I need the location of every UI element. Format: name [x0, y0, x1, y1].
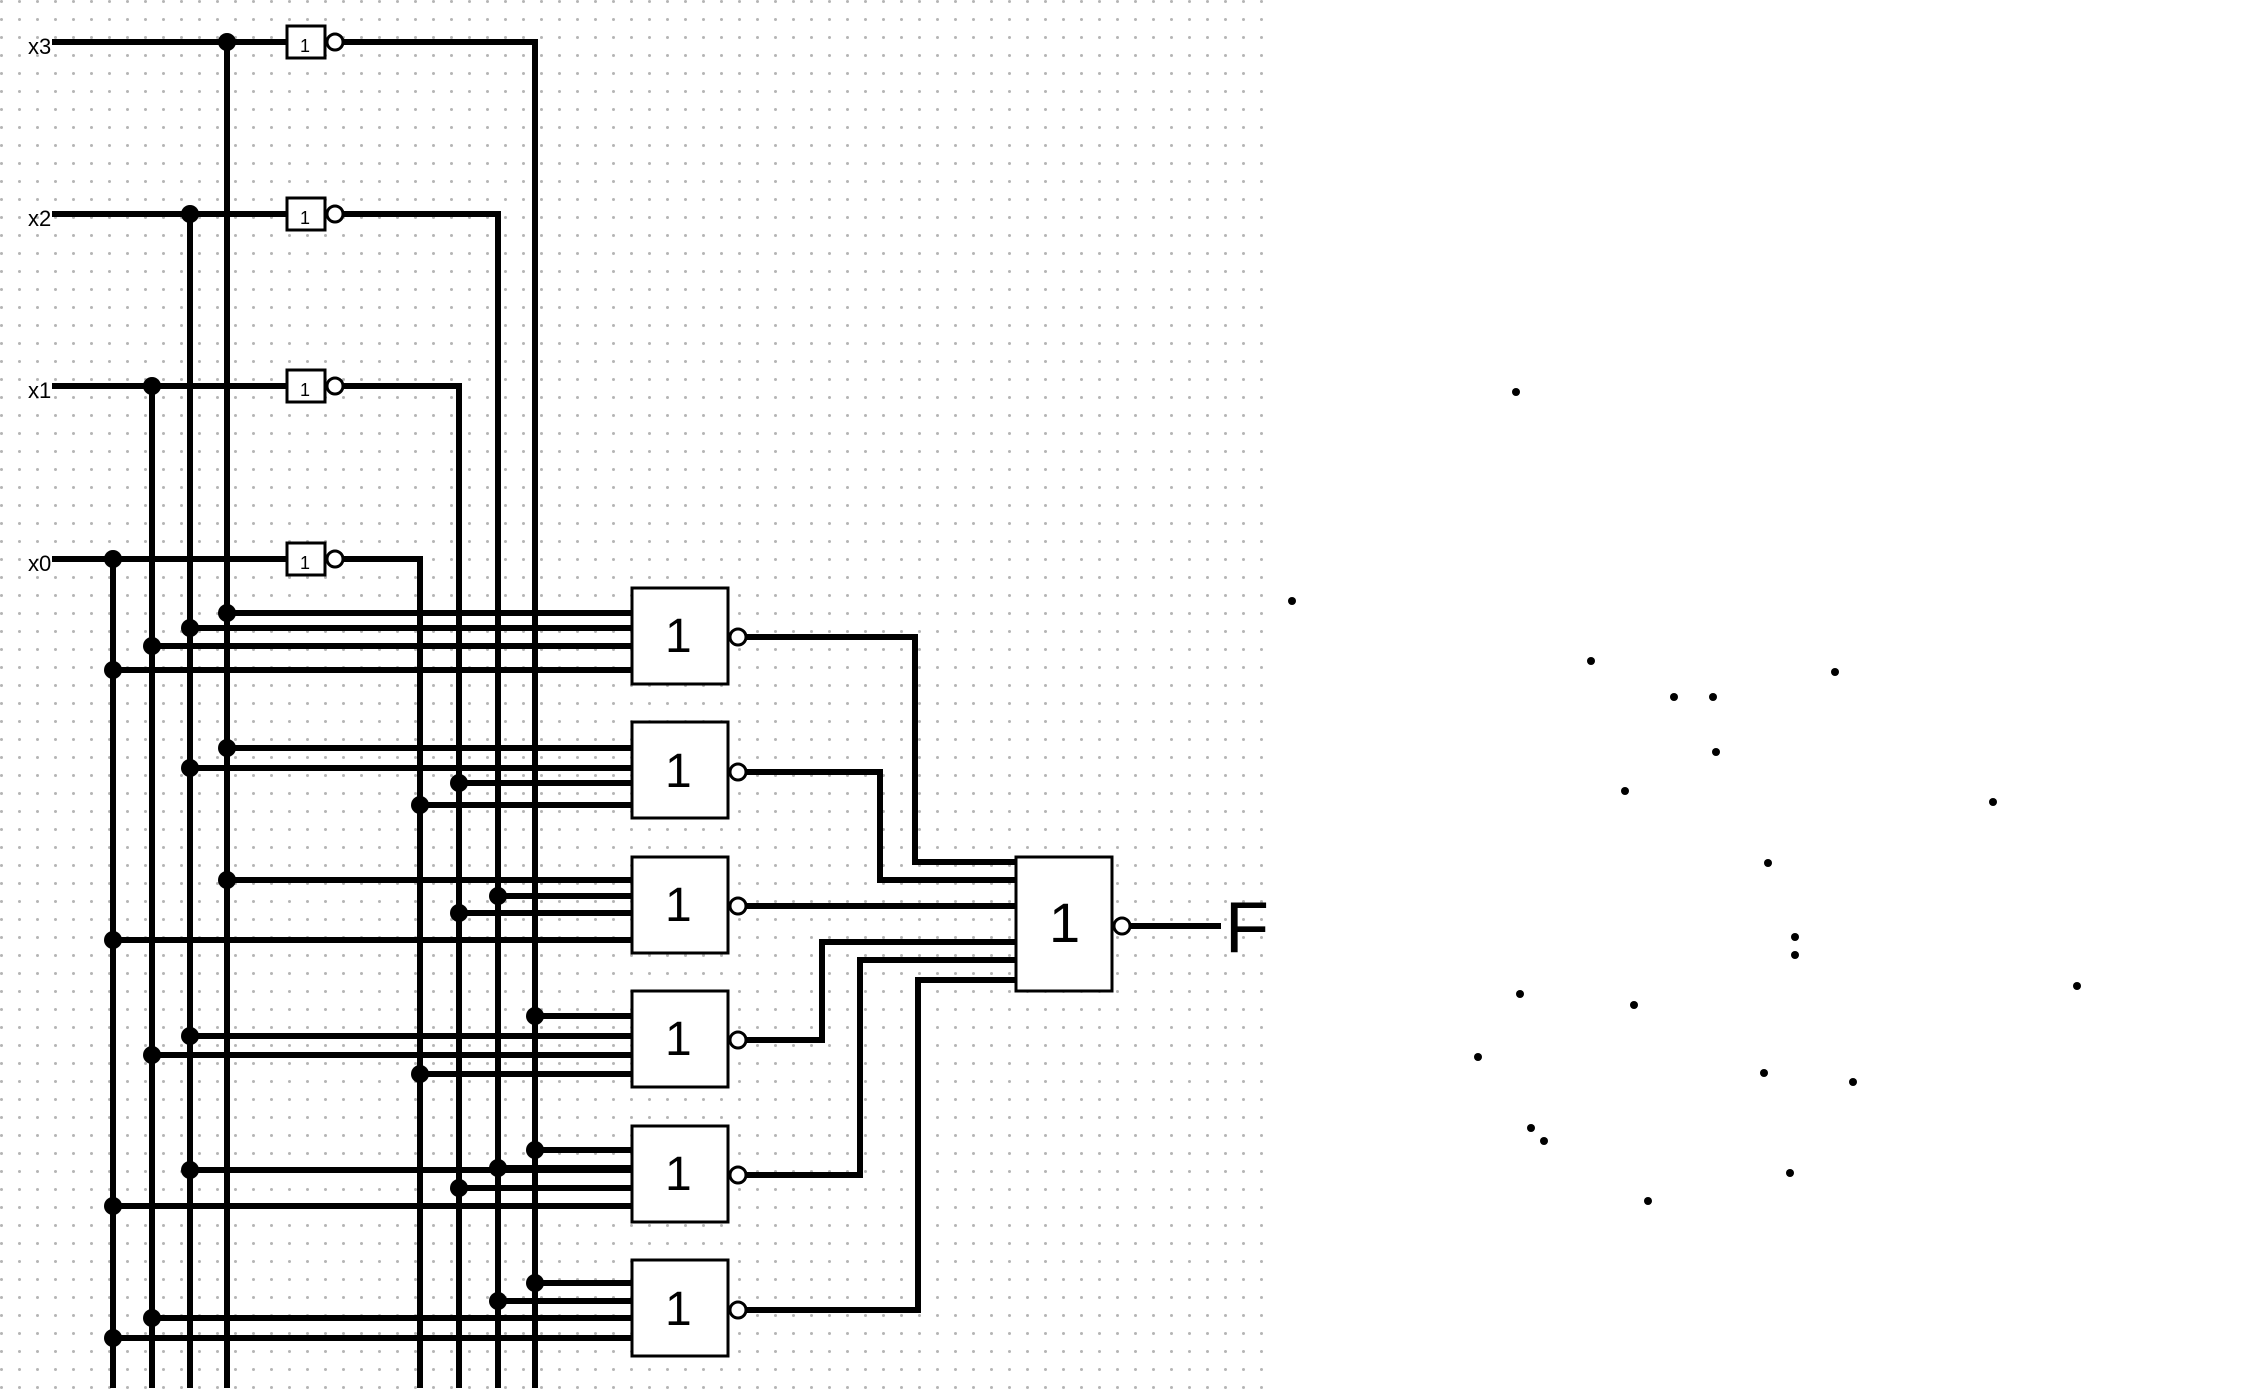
junction-dot: [181, 1027, 199, 1045]
gate-4-output-wire: [743, 939, 1019, 1043]
inverter-x0: 1: [285, 541, 345, 577]
speck-mark: [1712, 748, 1720, 756]
speck-mark: [1764, 859, 1772, 867]
speck-mark: [1760, 1069, 1768, 1077]
gate-2-output-wire: [743, 769, 1019, 883]
junction-dot: [104, 1329, 122, 1347]
inverted-bus-line: [340, 556, 423, 1388]
junction-dot: [218, 739, 236, 757]
junction-dot: [526, 1274, 544, 1292]
inverted-bus-line: [340, 211, 501, 1388]
speck-mark: [1989, 798, 1997, 806]
svg-text:1: 1: [665, 610, 692, 663]
gate-1-output-wire: [743, 634, 1019, 865]
speck-mark: [1540, 1137, 1548, 1145]
junction-dot: [450, 904, 468, 922]
junction-dot: [181, 759, 199, 777]
junction-dot: [104, 931, 122, 949]
speck-mark: [1527, 1124, 1535, 1132]
wire-layer: [52, 39, 1221, 1388]
speck-mark: [1831, 668, 1839, 676]
junction-dot: [181, 205, 199, 223]
gate-6-output-wire: [743, 977, 1019, 1313]
junction-dot: [489, 887, 507, 905]
svg-text:1: 1: [665, 1013, 692, 1066]
junction-dot: [526, 1007, 544, 1025]
gate-5-output-wire: [743, 957, 1019, 1178]
nor-gate-4: 1: [630, 989, 748, 1089]
junction-dot: [104, 1197, 122, 1215]
svg-text:1: 1: [665, 745, 692, 798]
junction-dot: [218, 871, 236, 889]
speck-mark: [1670, 693, 1678, 701]
junction-dot: [218, 33, 236, 51]
nor-gate-2: 1: [630, 720, 748, 820]
junction-dot: [489, 1159, 507, 1177]
junction-dot: [143, 1046, 161, 1064]
speck-mark: [1786, 1169, 1794, 1177]
svg-text:1: 1: [1049, 891, 1080, 954]
nor-gate-1: 1: [630, 586, 748, 686]
speck-mark: [1621, 787, 1629, 795]
speck-mark: [1587, 657, 1595, 665]
svg-text:1: 1: [300, 380, 310, 400]
junction-dot: [450, 1179, 468, 1197]
speck-mark: [1512, 388, 1520, 396]
speck-mark: [1709, 693, 1717, 701]
svg-text:1: 1: [300, 208, 310, 228]
inverter-x1: 1: [285, 368, 345, 404]
speck-mark: [1849, 1078, 1857, 1086]
speck-mark: [1516, 990, 1524, 998]
junction-dot: [143, 1309, 161, 1327]
speck-mark: [1791, 933, 1799, 941]
junction-dots: [104, 33, 544, 1347]
junction-dot: [181, 619, 199, 637]
junction-dot: [104, 661, 122, 679]
svg-text:1: 1: [665, 1148, 692, 1201]
input-label-x3: x3: [28, 34, 51, 59]
junction-dot: [526, 1141, 544, 1159]
junction-dot: [450, 774, 468, 792]
svg-text:1: 1: [665, 1283, 692, 1336]
inverter-x3: 1: [285, 24, 345, 60]
speck-mark: [1288, 597, 1296, 605]
input-label-x1: x1: [28, 378, 51, 403]
svg-text:1: 1: [300, 553, 310, 573]
junction-dot: [411, 796, 429, 814]
junction-dot: [489, 1292, 507, 1310]
inverter-x2: 1: [285, 196, 345, 232]
output-nor-gate: 1: [1014, 855, 1132, 993]
junction-dot: [104, 550, 122, 568]
speck-mark: [1791, 951, 1799, 959]
junction-dot: [181, 1161, 199, 1179]
svg-text:1: 1: [300, 36, 310, 56]
nor-gate-6: 1: [630, 1258, 748, 1358]
input-label-x0: x0: [28, 551, 51, 576]
speck-mark: [2073, 982, 2081, 990]
speck-mark: [1644, 1197, 1652, 1205]
nor-gate-3: 1: [630, 855, 748, 955]
junction-dot: [143, 637, 161, 655]
speck-mark: [1474, 1053, 1482, 1061]
junction-dot: [411, 1065, 429, 1083]
scattered-marks: [1288, 388, 2081, 1205]
junction-dot: [218, 604, 236, 622]
nor-gate-5: 1: [630, 1124, 748, 1224]
output-label-f: F: [1225, 888, 1269, 968]
svg-text:1: 1: [665, 879, 692, 932]
input-label-x2: x2: [28, 206, 51, 231]
speck-mark: [1630, 1001, 1638, 1009]
junction-dot: [143, 377, 161, 395]
